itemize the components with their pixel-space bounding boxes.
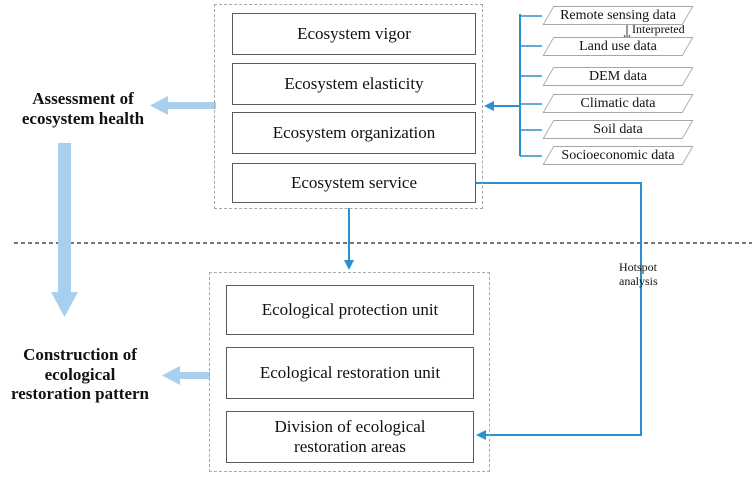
data-source-land-use: Land use data bbox=[542, 37, 694, 56]
interpreted-note: Interpreted bbox=[632, 22, 685, 36]
ecosystem-elasticity-box: Ecosystem elasticity bbox=[232, 63, 476, 105]
data-source-label: DEM data bbox=[589, 69, 647, 84]
data-source-label: Land use data bbox=[579, 39, 657, 54]
data-source-soil: Soil data bbox=[542, 120, 694, 139]
construction-output-arrow bbox=[162, 366, 210, 385]
ecosystem-organization-box: Ecosystem organization bbox=[232, 112, 476, 154]
data-source-label: Socioeconomic data bbox=[561, 148, 675, 163]
ecological-restoration-unit-box: Ecological restoration unit bbox=[226, 347, 474, 399]
data-source-climatic: Climatic data bbox=[542, 94, 694, 113]
ecosystem-service-box: Ecosystem service bbox=[232, 163, 476, 203]
construction-label: Construction of ecological restoration p… bbox=[10, 345, 150, 404]
ecosystem-vigor-box: Ecosystem vigor bbox=[232, 13, 476, 55]
assessment-group bbox=[214, 4, 483, 209]
flow-down-arrow bbox=[51, 143, 78, 317]
data-source-label: Climatic data bbox=[580, 96, 656, 111]
restoration-group bbox=[209, 272, 490, 472]
hotspot-analysis-note: Hotspot analysis bbox=[619, 260, 658, 289]
division-of-restoration-areas-box: Division of ecological restoration areas bbox=[226, 411, 474, 463]
data-source-dem: DEM data bbox=[542, 67, 694, 86]
data-source-socioeconomic: Socioeconomic data bbox=[542, 146, 694, 165]
ecological-protection-unit-box: Ecological protection unit bbox=[226, 285, 474, 335]
data-source-label: Remote sensing data bbox=[560, 8, 676, 23]
assessment-label: Assessment of ecosystem health bbox=[21, 89, 145, 128]
data-source-label: Soil data bbox=[593, 122, 643, 137]
assessment-output-arrow bbox=[150, 96, 216, 115]
data-source-remote-sensing: Remote sensing data bbox=[542, 6, 694, 25]
hotspot-route bbox=[476, 182, 642, 440]
